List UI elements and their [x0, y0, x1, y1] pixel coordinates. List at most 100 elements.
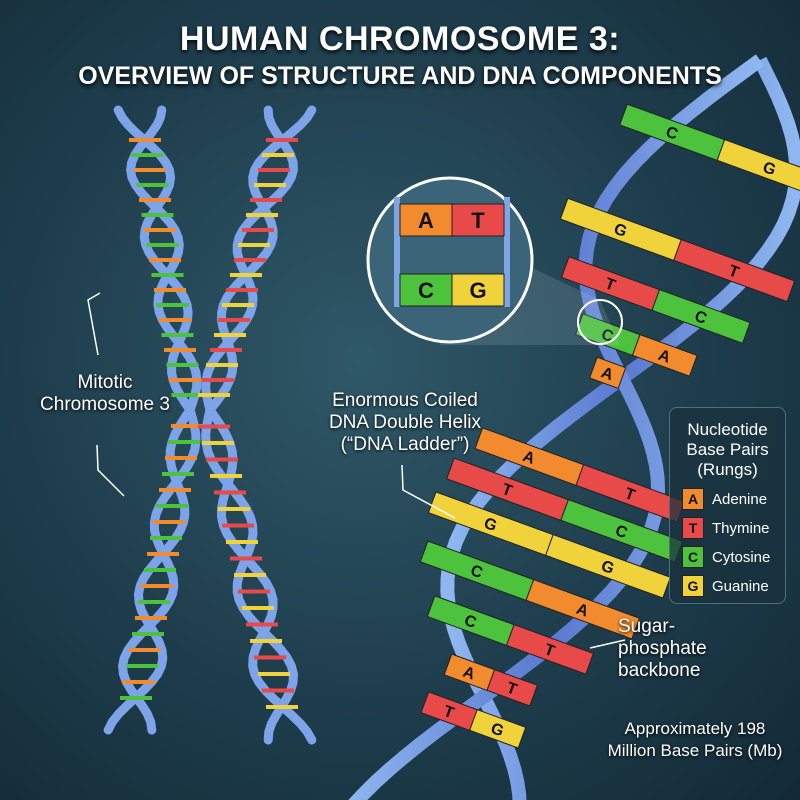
chromosome-rung [156, 504, 188, 508]
chromosome-rung [134, 168, 166, 172]
chromosome-rung [129, 138, 161, 142]
backbone-label: Sugar- phosphate backbone [618, 616, 728, 682]
base-letter: G [599, 558, 617, 578]
chromosome-rung [146, 243, 179, 247]
chromosome-rung [129, 648, 161, 652]
chromosome-rung [222, 303, 254, 307]
chromosome-rung [226, 288, 258, 292]
chromosome-rung [165, 456, 197, 460]
chromosome-rung [222, 523, 254, 528]
base-block [651, 289, 751, 344]
sugar-phosphate-backbone [348, 54, 765, 800]
title-line-2: OVERVIEW OF STRUCTURE AND DNA COMPONENTS [78, 62, 722, 90]
legend-label: Guanine [712, 577, 769, 595]
base-letter: G [488, 720, 506, 740]
base-block [716, 139, 800, 197]
chromosome-rung [238, 243, 270, 247]
base-pair-rung: CT [426, 595, 594, 675]
chromosome-rung [171, 424, 203, 428]
chromosome-rung [135, 616, 167, 620]
chromosome-rung [242, 228, 274, 232]
cytosine-swatch: C [682, 546, 704, 568]
helix-label: Enormous Coiled DNA Double Helix (“DNA L… [320, 390, 490, 456]
chromosome-rung [162, 472, 194, 476]
dna-double-helix: CGGTTCCAAATTCGGCACTATTG [348, 54, 800, 800]
chromosome-rung [171, 393, 204, 397]
label-line: phosphate [618, 638, 707, 659]
chromosome-rung [150, 536, 182, 540]
title-line-1: HUMAN CHROMOSOME 3: [179, 20, 621, 58]
inset-base-block [399, 273, 453, 307]
chromosome-rung [266, 705, 298, 709]
chromosome-rung [144, 568, 176, 572]
label-line: Approximately 198 [624, 719, 766, 738]
chromosome-rung [214, 490, 246, 495]
chromosome-rung [254, 183, 286, 187]
inset-base-block [451, 203, 505, 237]
chromosome-rung [250, 639, 282, 643]
chromosome-rung [147, 552, 179, 556]
chromosome-rung [141, 584, 173, 588]
base-pair-rung: CA [574, 313, 698, 377]
legend-title: Nucleotide Base Pairs (Rungs) [670, 420, 785, 480]
adenine-swatch: A [682, 488, 704, 510]
chromosome-rung [254, 655, 286, 660]
base-block [589, 356, 627, 389]
chromosome-rung [141, 213, 174, 217]
base-pair-rung: CG [619, 103, 800, 197]
base-pair-rung: AT [443, 653, 539, 707]
base-pair-rung: AT [474, 427, 686, 523]
chromosome-label: Mitotic Chromosome 3 [30, 372, 180, 416]
chromosome-rung [144, 228, 176, 232]
base-pair-rung: A [589, 356, 627, 389]
chromosome-x [103, 105, 317, 745]
inset-base-letter: A [418, 208, 434, 233]
base-block [673, 239, 796, 303]
chromosome-rung [206, 457, 238, 462]
base-pair-rung: TC [560, 256, 751, 344]
chromosome-rung [202, 441, 234, 445]
chromosome-rung [202, 378, 234, 382]
chromosome-rung [262, 153, 294, 157]
label-line: Enormous Coiled [332, 390, 478, 411]
base-letter: G [760, 159, 778, 179]
base-pair-rung: GG [427, 491, 672, 599]
chromosome-rung [131, 153, 164, 157]
label-line: Mitotic [77, 372, 133, 393]
chromosome-rung [238, 589, 270, 594]
chromosome-rung [123, 680, 155, 684]
chromosome-rung [214, 333, 246, 337]
base-letter: G [482, 515, 500, 535]
inset-base-letter: C [418, 278, 434, 303]
chromosome-rung [159, 488, 191, 492]
legend-label: Adenine [712, 490, 768, 508]
legend-title-line: Nucleotide [687, 420, 768, 439]
chromosome-rung [234, 258, 266, 262]
chromosome-rung [218, 507, 250, 511]
chromosome-rung [132, 632, 164, 636]
legend-title-line: (Rungs) [697, 460, 758, 479]
chromosome-rung [154, 288, 186, 292]
chromosome-rung [246, 213, 278, 217]
chromosome-rung [210, 348, 242, 352]
chromosome-rung [136, 183, 169, 187]
base-pair-rung: GT [559, 197, 796, 303]
legend-title-line: Base Pairs [686, 440, 769, 459]
chromosome-rung [266, 138, 298, 142]
chromosome-rung [126, 664, 158, 668]
chromosome-rung [258, 672, 290, 676]
label-line: Sugar- [618, 616, 676, 637]
base-block [631, 334, 698, 377]
chromosome-rung [210, 474, 242, 478]
base-block [545, 534, 672, 599]
legend-item-adenine: A Adenine [682, 488, 785, 510]
base-letter: G [612, 221, 630, 241]
inset-base-letter: G [469, 278, 486, 303]
chromosome-rung [166, 363, 199, 367]
chromosome-rung [234, 573, 266, 577]
chromosome-rung [258, 168, 290, 172]
chromosome-rung [156, 303, 189, 307]
